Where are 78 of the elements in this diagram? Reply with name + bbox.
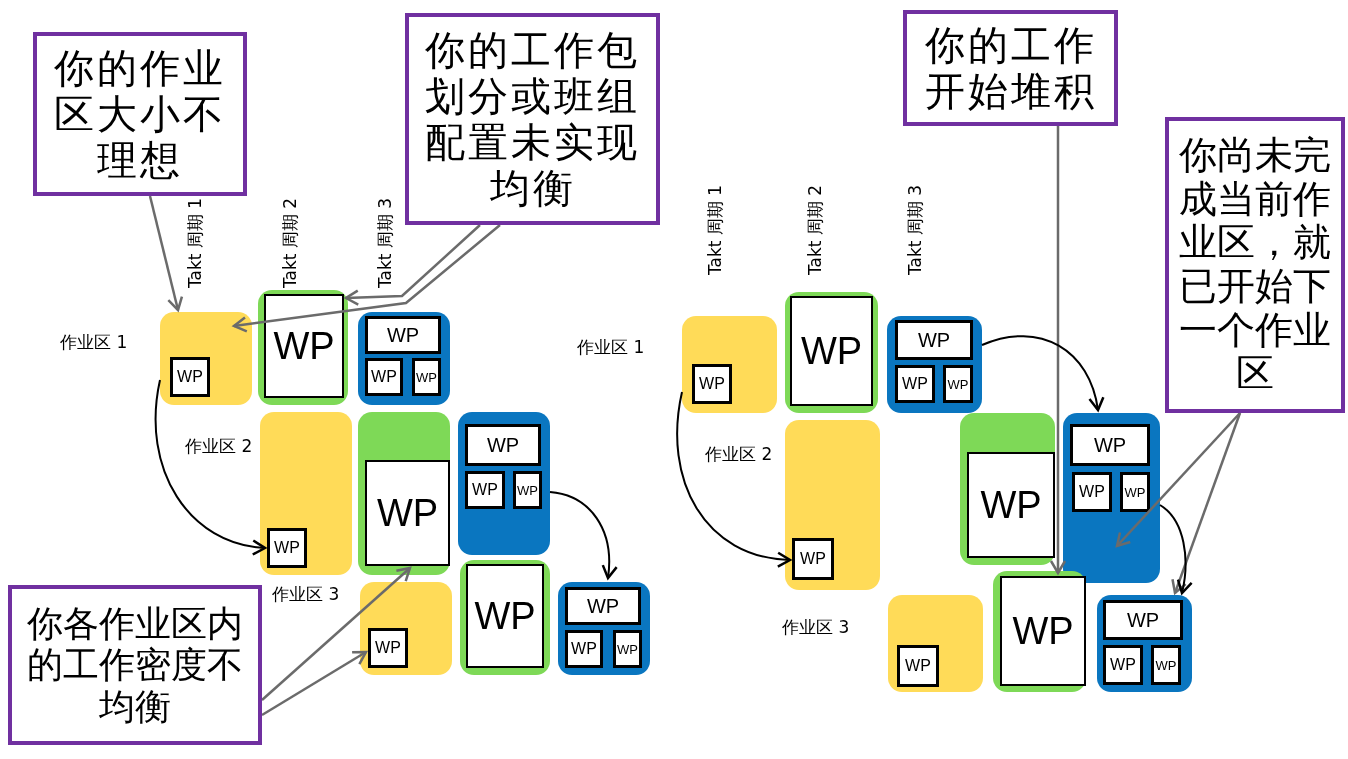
work-package-box: WP xyxy=(465,471,505,509)
work-package-box: WP xyxy=(412,358,441,396)
column-label: Takt 周期 2 xyxy=(279,197,301,289)
work-package-box: WP xyxy=(565,630,603,668)
work-package-box: WP xyxy=(466,564,544,668)
curved-arrow xyxy=(1159,504,1193,595)
zone-block xyxy=(458,412,550,555)
work-package-box: WP xyxy=(565,587,641,625)
leader-arrow xyxy=(232,224,501,333)
work-package-box: WP xyxy=(264,294,344,398)
zone-block xyxy=(785,292,878,413)
row-label: 作业区 1 xyxy=(60,332,128,353)
work-package-box: WP xyxy=(967,452,1055,558)
zone-block xyxy=(960,413,1055,565)
work-package-box: WP xyxy=(790,296,873,406)
work-package-box: WP xyxy=(170,357,210,397)
work-package-box: WP xyxy=(1070,424,1150,466)
row-label: 作业区 3 xyxy=(782,617,850,638)
column-label: Takt 周期 1 xyxy=(704,184,726,276)
zone-block xyxy=(1097,595,1192,692)
column-label: Takt 周期 3 xyxy=(904,184,926,276)
curved-arrow xyxy=(549,491,618,580)
work-package-box: WP xyxy=(895,365,935,403)
work-package-box: WP xyxy=(692,364,732,404)
work-package-box: WP xyxy=(792,538,834,580)
callout-box: 你的工作开始堆积 xyxy=(903,10,1118,126)
work-package-box: WP xyxy=(1072,472,1112,512)
callout-box: 你的作业区大小不理想 xyxy=(33,32,247,196)
column-label: Takt 周期 3 xyxy=(374,197,396,289)
work-package-box: WP xyxy=(365,316,441,354)
curved-arrow xyxy=(154,379,267,555)
zone-block xyxy=(558,582,650,675)
work-package-box: WP xyxy=(365,358,403,396)
leader-arrow xyxy=(261,566,412,701)
leader-arrow xyxy=(1171,412,1242,595)
zone-block xyxy=(1063,413,1160,583)
zone-block xyxy=(358,312,450,405)
work-package-box: WP xyxy=(368,628,408,668)
row-label: 作业区 2 xyxy=(705,444,773,465)
leader-arrow xyxy=(261,650,368,717)
zone-block xyxy=(888,595,983,692)
work-package-box: WP xyxy=(613,630,642,668)
work-package-box: WP xyxy=(1000,576,1086,686)
column-label: Takt 周期 2 xyxy=(804,184,826,276)
work-package-box: WP xyxy=(1103,600,1183,640)
zone-block xyxy=(460,560,550,675)
leader-arrow xyxy=(1049,126,1067,575)
curved-arrow xyxy=(981,335,1104,412)
work-package-box: WP xyxy=(365,460,450,566)
zone-block xyxy=(260,412,352,575)
zone-block xyxy=(682,316,777,413)
callout-box: 你的工作包划分或班组配置未实现均衡 xyxy=(405,13,660,225)
callout-box: 你各作业区内的工作密度不均衡 xyxy=(8,585,262,745)
work-package-box: WP xyxy=(1103,645,1143,685)
work-package-box: WP xyxy=(1151,645,1181,685)
work-package-box: WP xyxy=(513,471,542,509)
zone-block xyxy=(258,290,348,405)
row-label: 作业区 1 xyxy=(577,337,645,358)
row-label: 作业区 3 xyxy=(272,584,340,605)
callout-box: 你尚未完成当前作业区，就已开始下一个作业区 xyxy=(1165,117,1345,413)
zone-block xyxy=(785,420,880,590)
work-package-box: WP xyxy=(897,645,939,687)
leader-arrow xyxy=(344,224,481,306)
work-package-box: WP xyxy=(895,320,973,360)
curved-arrow xyxy=(676,391,792,567)
zone-block xyxy=(358,412,450,575)
work-package-box: WP xyxy=(943,365,973,403)
row-label: 作业区 2 xyxy=(185,436,253,457)
zone-block xyxy=(887,316,982,413)
work-package-box: WP xyxy=(1120,472,1150,512)
leader-arrow xyxy=(1115,412,1241,548)
work-package-box: WP xyxy=(267,528,307,568)
column-label: Takt 周期 1 xyxy=(184,197,206,289)
zone-block xyxy=(160,312,252,405)
zone-block xyxy=(360,582,452,675)
zone-block xyxy=(993,571,1086,692)
leader-arrow xyxy=(148,195,184,312)
work-package-box: WP xyxy=(465,424,541,466)
